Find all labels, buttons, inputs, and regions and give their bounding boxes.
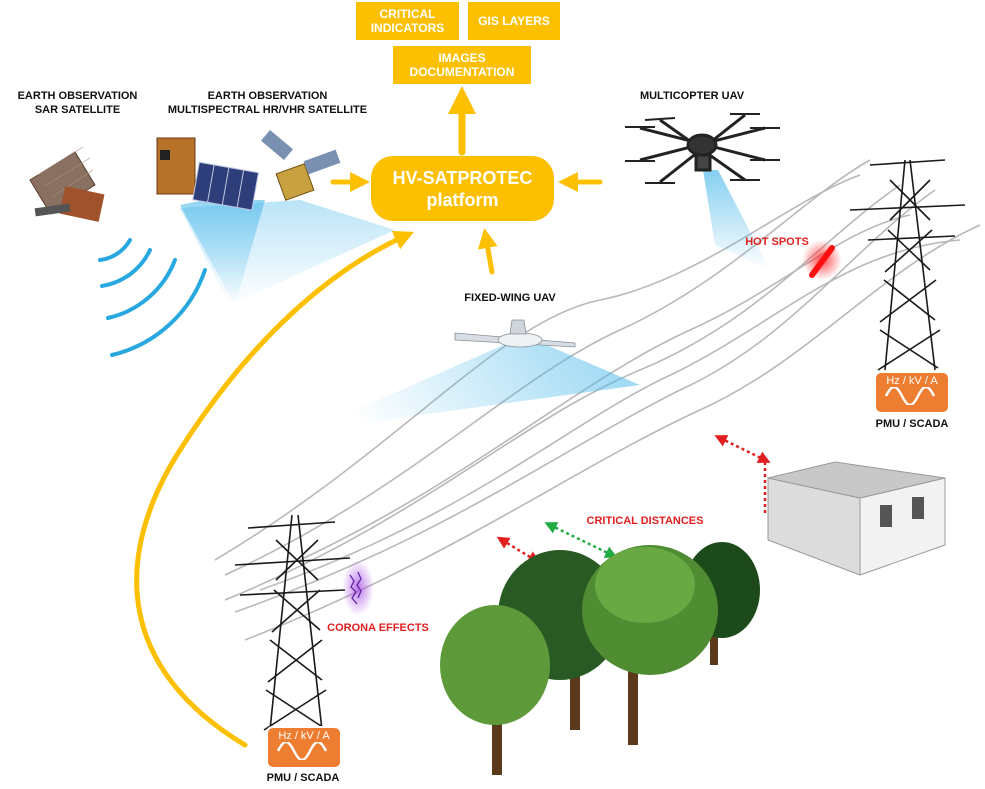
distance-arrow-tree-red <box>496 536 541 564</box>
multispectral-satellite-icon <box>156 137 260 211</box>
trees-icon <box>440 542 760 775</box>
eo-sar-label: EARTH OBSERVATION SAR SATELLITE <box>0 89 155 117</box>
transmission-tower-left <box>234 514 351 731</box>
pmu-readout-left: Hz / kV / A <box>278 730 330 742</box>
small-satellite-icon <box>261 129 341 201</box>
eo-sar-label-line2: SAR SATELLITE <box>34 104 121 116</box>
distance-arrow-building <box>714 435 771 463</box>
pmu-readout-right: Hz / kV / A <box>886 375 938 387</box>
eo-beam <box>180 200 395 305</box>
platform-box: HV-SATPROTEC platform <box>371 156 554 221</box>
critical-indicators-box: CRITICAL INDICATORS <box>356 2 459 40</box>
multicopter-uav-icon <box>625 113 780 184</box>
gis-layers-box: GIS LAYERS <box>468 2 560 40</box>
sar-signal-arcs <box>98 238 207 357</box>
data-flow-arrows <box>134 86 603 748</box>
hot-spot-marker <box>802 240 842 280</box>
power-lines <box>214 159 981 641</box>
fixed-wing-uav-label: FIXED-WING UAV <box>464 292 556 304</box>
fixed-wing-beam <box>310 340 640 430</box>
eo-ms-label-line1: EARTH OBSERVATION <box>207 90 328 102</box>
transmission-tower-right <box>849 159 966 371</box>
images-documentation-box: IMAGES DOCUMENTATION <box>393 46 531 84</box>
waveform-icon <box>276 740 328 762</box>
pmu-box-left: Hz / kV / A <box>266 726 342 769</box>
corona-effect-marker <box>342 560 374 616</box>
fixed-wing-uav-icon <box>454 319 576 348</box>
pmu-scada-label-left: PMU / SCADA <box>266 772 340 784</box>
pmu-box-right: Hz / kV / A <box>874 371 950 414</box>
eo-sar-label-line1: EARTH OBSERVATION <box>17 90 138 102</box>
multicopter-uav-label: MULTICOPTER UAV <box>639 90 745 102</box>
platform-title: HV-SATPROTEC <box>392 167 533 188</box>
eo-ms-label-line2: MULTISPECTRAL HR/VHR SATELLITE <box>167 104 368 116</box>
sar-satellite-icon <box>29 146 105 222</box>
multicopter-beam <box>703 170 770 270</box>
corona-effects-label: CORONA EFFECTS <box>327 622 429 634</box>
warehouse-building-icon <box>767 461 946 576</box>
critical-distances-label: CRITICAL DISTANCES <box>586 515 704 527</box>
eo-multispectral-label: EARTH OBSERVATION MULTISPECTRAL HR/VHR S… <box>160 89 375 117</box>
waveform-icon <box>884 385 936 407</box>
pmu-scada-label-right: PMU / SCADA <box>875 418 949 430</box>
hot-spots-label: HOT SPOTS <box>745 236 809 248</box>
platform-subtitle: platform <box>426 189 499 210</box>
